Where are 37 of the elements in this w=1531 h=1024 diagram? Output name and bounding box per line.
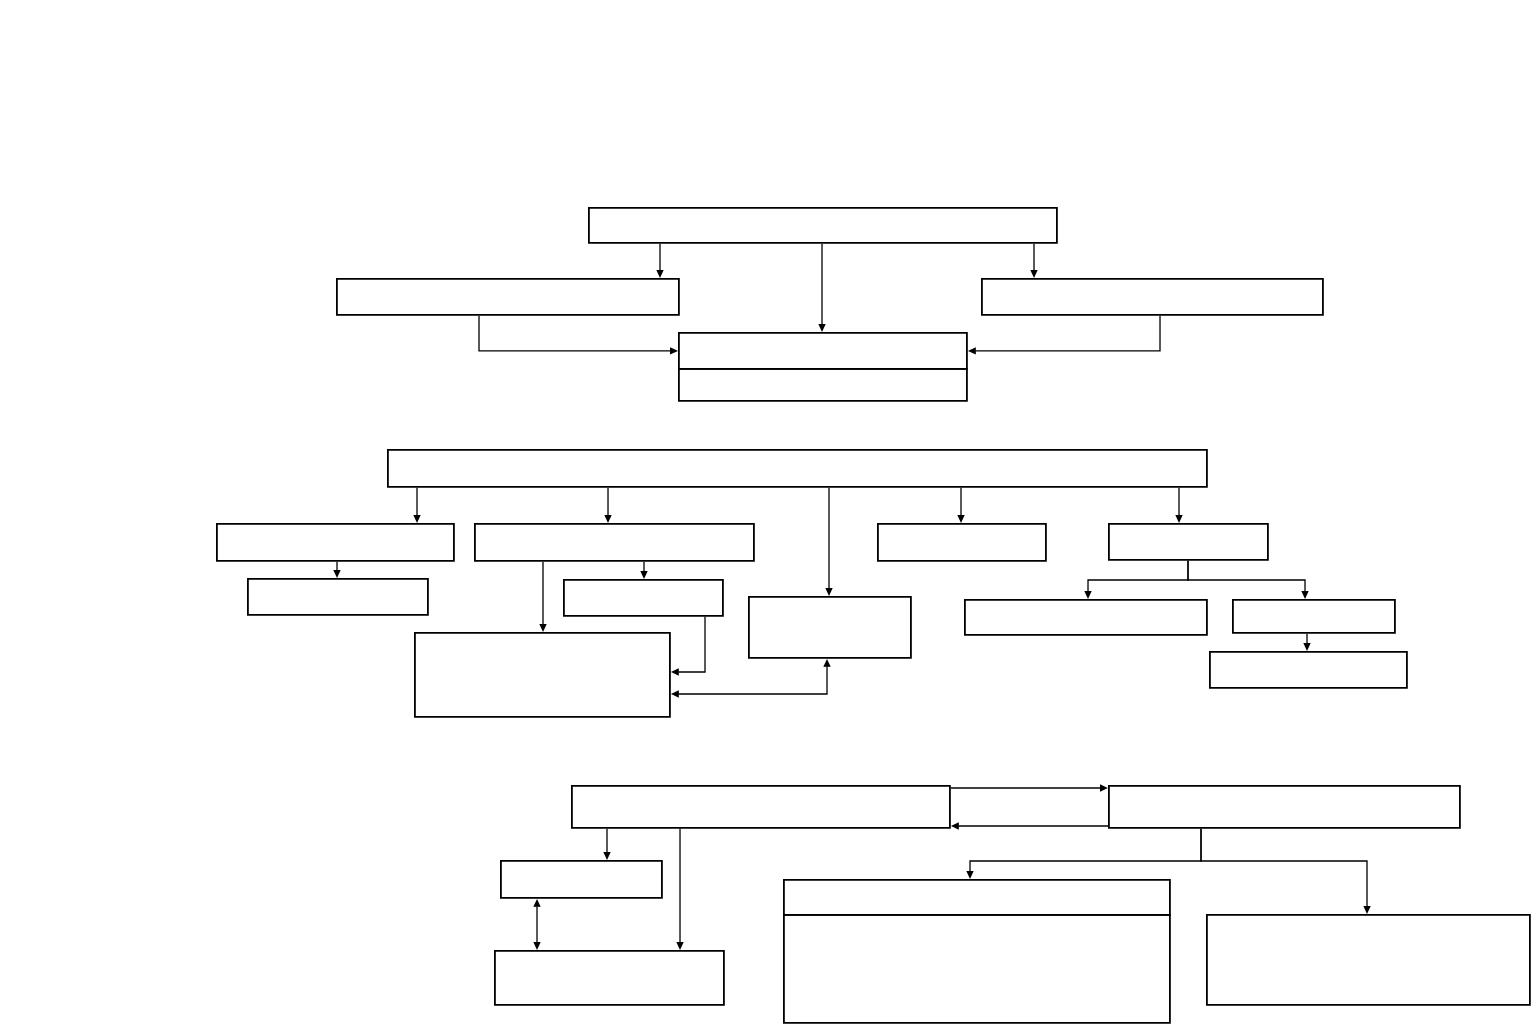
body-box (783, 914, 1171, 1024)
arrow (539, 561, 547, 632)
empty-box (981, 278, 1324, 316)
empty-box (1209, 651, 1408, 689)
arrow (1303, 633, 1311, 651)
empty-box (748, 596, 912, 659)
empty-box (1108, 785, 1461, 829)
empty-box (414, 632, 671, 718)
empty-box (964, 599, 1208, 636)
empty-box (336, 278, 680, 316)
empty-box (1232, 599, 1396, 634)
empty-box (500, 860, 663, 899)
arrow (603, 828, 611, 860)
arrow (950, 784, 1108, 792)
arrow (1175, 487, 1183, 523)
arrow (957, 487, 965, 523)
arrow (478, 315, 678, 355)
arrow (413, 487, 421, 523)
empty-box (1108, 523, 1269, 561)
empty-box (571, 785, 951, 829)
arrow (676, 828, 684, 950)
arrow (818, 243, 826, 332)
body-box (678, 368, 968, 402)
arrow (640, 561, 648, 579)
empty-box (387, 449, 1208, 488)
empty-box (1206, 914, 1531, 1006)
header-box (783, 879, 1171, 916)
empty-box (877, 523, 1047, 562)
arrow (1200, 828, 1371, 914)
empty-box (216, 523, 455, 562)
empty-box (563, 579, 724, 617)
empty-box (247, 578, 429, 616)
header-box (678, 332, 968, 370)
empty-box (494, 950, 725, 1006)
empty-box (474, 523, 755, 562)
empty-box (588, 207, 1058, 244)
arrow (604, 487, 612, 523)
